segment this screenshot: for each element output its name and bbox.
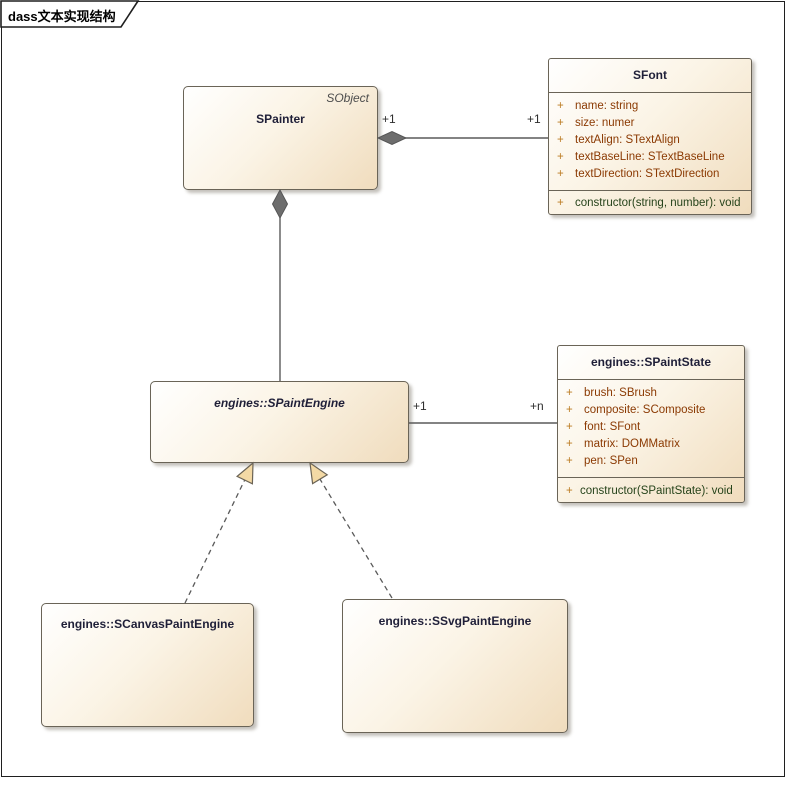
attribute-text: name: string <box>575 100 639 112</box>
class-name: SFont <box>633 68 667 82</box>
attribute-row: + pen: SPen <box>558 453 744 470</box>
attribute-row: + font: SFont <box>558 419 744 436</box>
visibility-sign: + <box>566 404 573 416</box>
attribute-text: brush: SBrush <box>584 387 657 399</box>
multiplicity-label: +1 <box>382 112 396 126</box>
multiplicity-label: +1 <box>527 112 541 126</box>
operations-compartment: + constructor(SPaintState): void <box>558 477 744 504</box>
visibility-sign: + <box>557 151 564 163</box>
diagram-frame-label: dass文本实现结构 <box>8 9 116 24</box>
attribute-row: + brush: SBrush <box>558 385 744 402</box>
attribute-text: pen: SPen <box>584 455 638 467</box>
attribute-row: + name: string <box>549 98 751 115</box>
class-sfont[interactable]: SFont + name: string + size: numer + textAl… <box>548 58 752 215</box>
attribute-row: + composite: SComposite <box>558 402 744 419</box>
visibility-sign: + <box>566 455 573 467</box>
class-name: engines::SCanvasPaintEngine <box>60 617 235 631</box>
attribute-text: textBaseLine: STextBaseLine <box>575 151 725 163</box>
operation-text: constructor(SPaintState): void <box>580 485 733 497</box>
attribute-text: font: SFont <box>584 421 641 433</box>
visibility-sign: + <box>557 117 564 129</box>
class-name: engines::SPaintEngine <box>214 396 345 410</box>
attribute-text: textDirection: STextDirection <box>575 168 720 180</box>
visibility-sign: + <box>566 421 573 433</box>
class-spaintstate[interactable]: engines::SPaintState +brush: SBrush +com… <box>557 345 745 503</box>
visibility-sign: + <box>566 387 573 399</box>
attribute-text: size: numer <box>575 117 635 129</box>
operation-text: constructor(string, number): void <box>575 197 741 209</box>
class-spainter[interactable]: SObject SPainter <box>183 86 378 190</box>
attribute-text: composite: SComposite <box>584 404 706 416</box>
visibility-sign: + <box>557 168 564 180</box>
operation-row: + constructor(string, number): void <box>549 195 751 211</box>
class-name: SPainter <box>256 112 305 126</box>
class-spaintengine[interactable]: engines::SPaintEngine <box>150 381 409 463</box>
attribute-row: + textAlign: STextAlign <box>549 132 751 149</box>
class-name: engines::SPaintState <box>590 355 712 369</box>
attribute-row: + matrix: DOMMatrix <box>558 436 744 453</box>
class-ssvgpaintengine[interactable]: engines::SSvgPaintEngine <box>342 599 568 733</box>
stereotype-label: SObject <box>326 91 369 105</box>
attribute-row: + textBaseLine: STextBaseLine <box>549 149 751 166</box>
attribute-text: matrix: DOMMatrix <box>584 438 680 450</box>
visibility-sign: + <box>557 197 564 209</box>
diagram-frame <box>1 1 785 777</box>
multiplicity-label: +n <box>530 399 544 413</box>
operation-row: + constructor(SPaintState): void <box>558 483 744 499</box>
attributes-compartment: + brush: SBrush + composite: SComposite + f… <box>558 379 744 477</box>
class-scanvaspaintengine[interactable]: engines::SCanvasPaintEngine <box>41 603 254 727</box>
visibility-sign: + <box>557 100 564 112</box>
operations-compartment: + constructor(string, number): void <box>549 190 751 215</box>
attribute-row: + size: numer <box>549 115 751 132</box>
multiplicity-label: +1 <box>413 399 427 413</box>
attribute-row: + textDirection: STextDirection <box>549 166 751 183</box>
attribute-text: textAlign: STextAlign <box>575 134 680 146</box>
class-name: engines::SSvgPaintEngine <box>378 614 532 628</box>
visibility-sign: + <box>566 438 573 450</box>
visibility-sign: + <box>557 134 564 146</box>
attributes-compartment: + name: string + size: numer + textAlign: S… <box>549 92 751 190</box>
visibility-sign: + <box>566 485 573 497</box>
